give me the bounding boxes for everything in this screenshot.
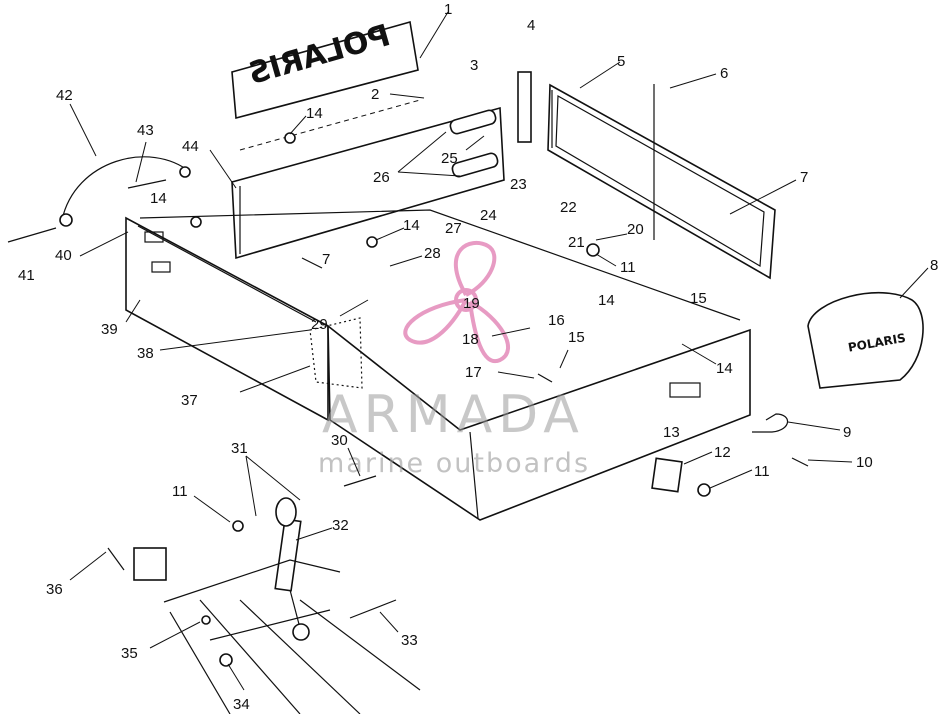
callout-labels: 1 2 3 4 5 6 7 7 8 9 10 11 11 11 12 13 14… [18,1,938,713]
callout-label: 13 [663,424,680,441]
callout-label: 22 [560,199,577,216]
callout-label: 11 [172,483,188,500]
callout-label: 24 [480,207,497,224]
callout-label: 15 [690,290,707,307]
callout-label: 29 [311,316,328,333]
callout-label: 9 [843,424,851,441]
callout-label: 18 [462,331,479,348]
callout-label: 25 [441,150,458,167]
callout-label: 7 [800,169,808,186]
callout-label: 5 [617,53,625,70]
callout-label: 6 [720,65,728,82]
propeller-logo [403,240,510,364]
callout-label: 30 [331,432,348,449]
callout-label: 42 [56,87,73,104]
callout-label: 27 [445,220,462,237]
hinge [752,413,789,433]
callout-label: 11 [620,259,636,276]
watermark: ARMADA marine outboards [318,240,590,479]
callout-label: 17 [465,364,482,381]
callout-label: 43 [137,122,154,139]
callout-label: 8 [930,257,938,274]
callout-label: 1 [444,1,452,18]
callout-label: 10 [856,454,873,471]
callout-label: 14 [150,190,167,207]
latch-plate [651,457,683,493]
callout-label: 23 [510,176,527,193]
watermark-subtitle: marine outboards [318,448,590,479]
callout-label: 7 [322,251,330,268]
callout-label: 41 [18,267,35,284]
callout-label: 33 [401,632,418,649]
callout-label: 14 [598,292,615,309]
front-panel [231,99,505,260]
callout-label: 21 [568,234,585,251]
callout-label: 34 [233,696,250,713]
strip [517,71,532,143]
callout-label: 32 [332,517,349,534]
callout-label: 2 [371,86,379,103]
callout-label: 31 [231,440,248,457]
callout-label: 14 [716,360,733,377]
callout-label: 19 [463,295,480,312]
callout-label: 36 [46,581,63,598]
callout-label: 16 [548,312,565,329]
shock-absorber [274,497,310,641]
fasteners [7,84,809,667]
cargo-box [125,209,751,521]
callout-label: 37 [181,392,198,409]
callout-label: 3 [470,57,478,74]
frame [133,547,421,714]
callout-label: 44 [182,138,199,155]
callout-label: 15 [568,329,585,346]
decal-panel: POLARIS [231,18,419,120]
callout-label: 4 [527,17,535,34]
callout-label: 11 [754,463,770,480]
callout-label: 35 [121,645,138,662]
fender [61,156,191,221]
callout-label: 14 [403,217,420,234]
tailgate-panel [547,83,776,280]
callout-label: 39 [101,321,118,338]
callout-label: 28 [424,245,441,262]
callout-label: 20 [627,221,644,238]
callout-label: 40 [55,247,72,264]
callout-label: 38 [137,345,154,362]
callout-label: 14 [306,105,323,122]
seat-cushion: POLARIS [807,292,924,389]
callout-label: 26 [373,169,390,186]
callout-label: 12 [714,444,731,461]
watermark-title: ARMADA [322,385,585,445]
